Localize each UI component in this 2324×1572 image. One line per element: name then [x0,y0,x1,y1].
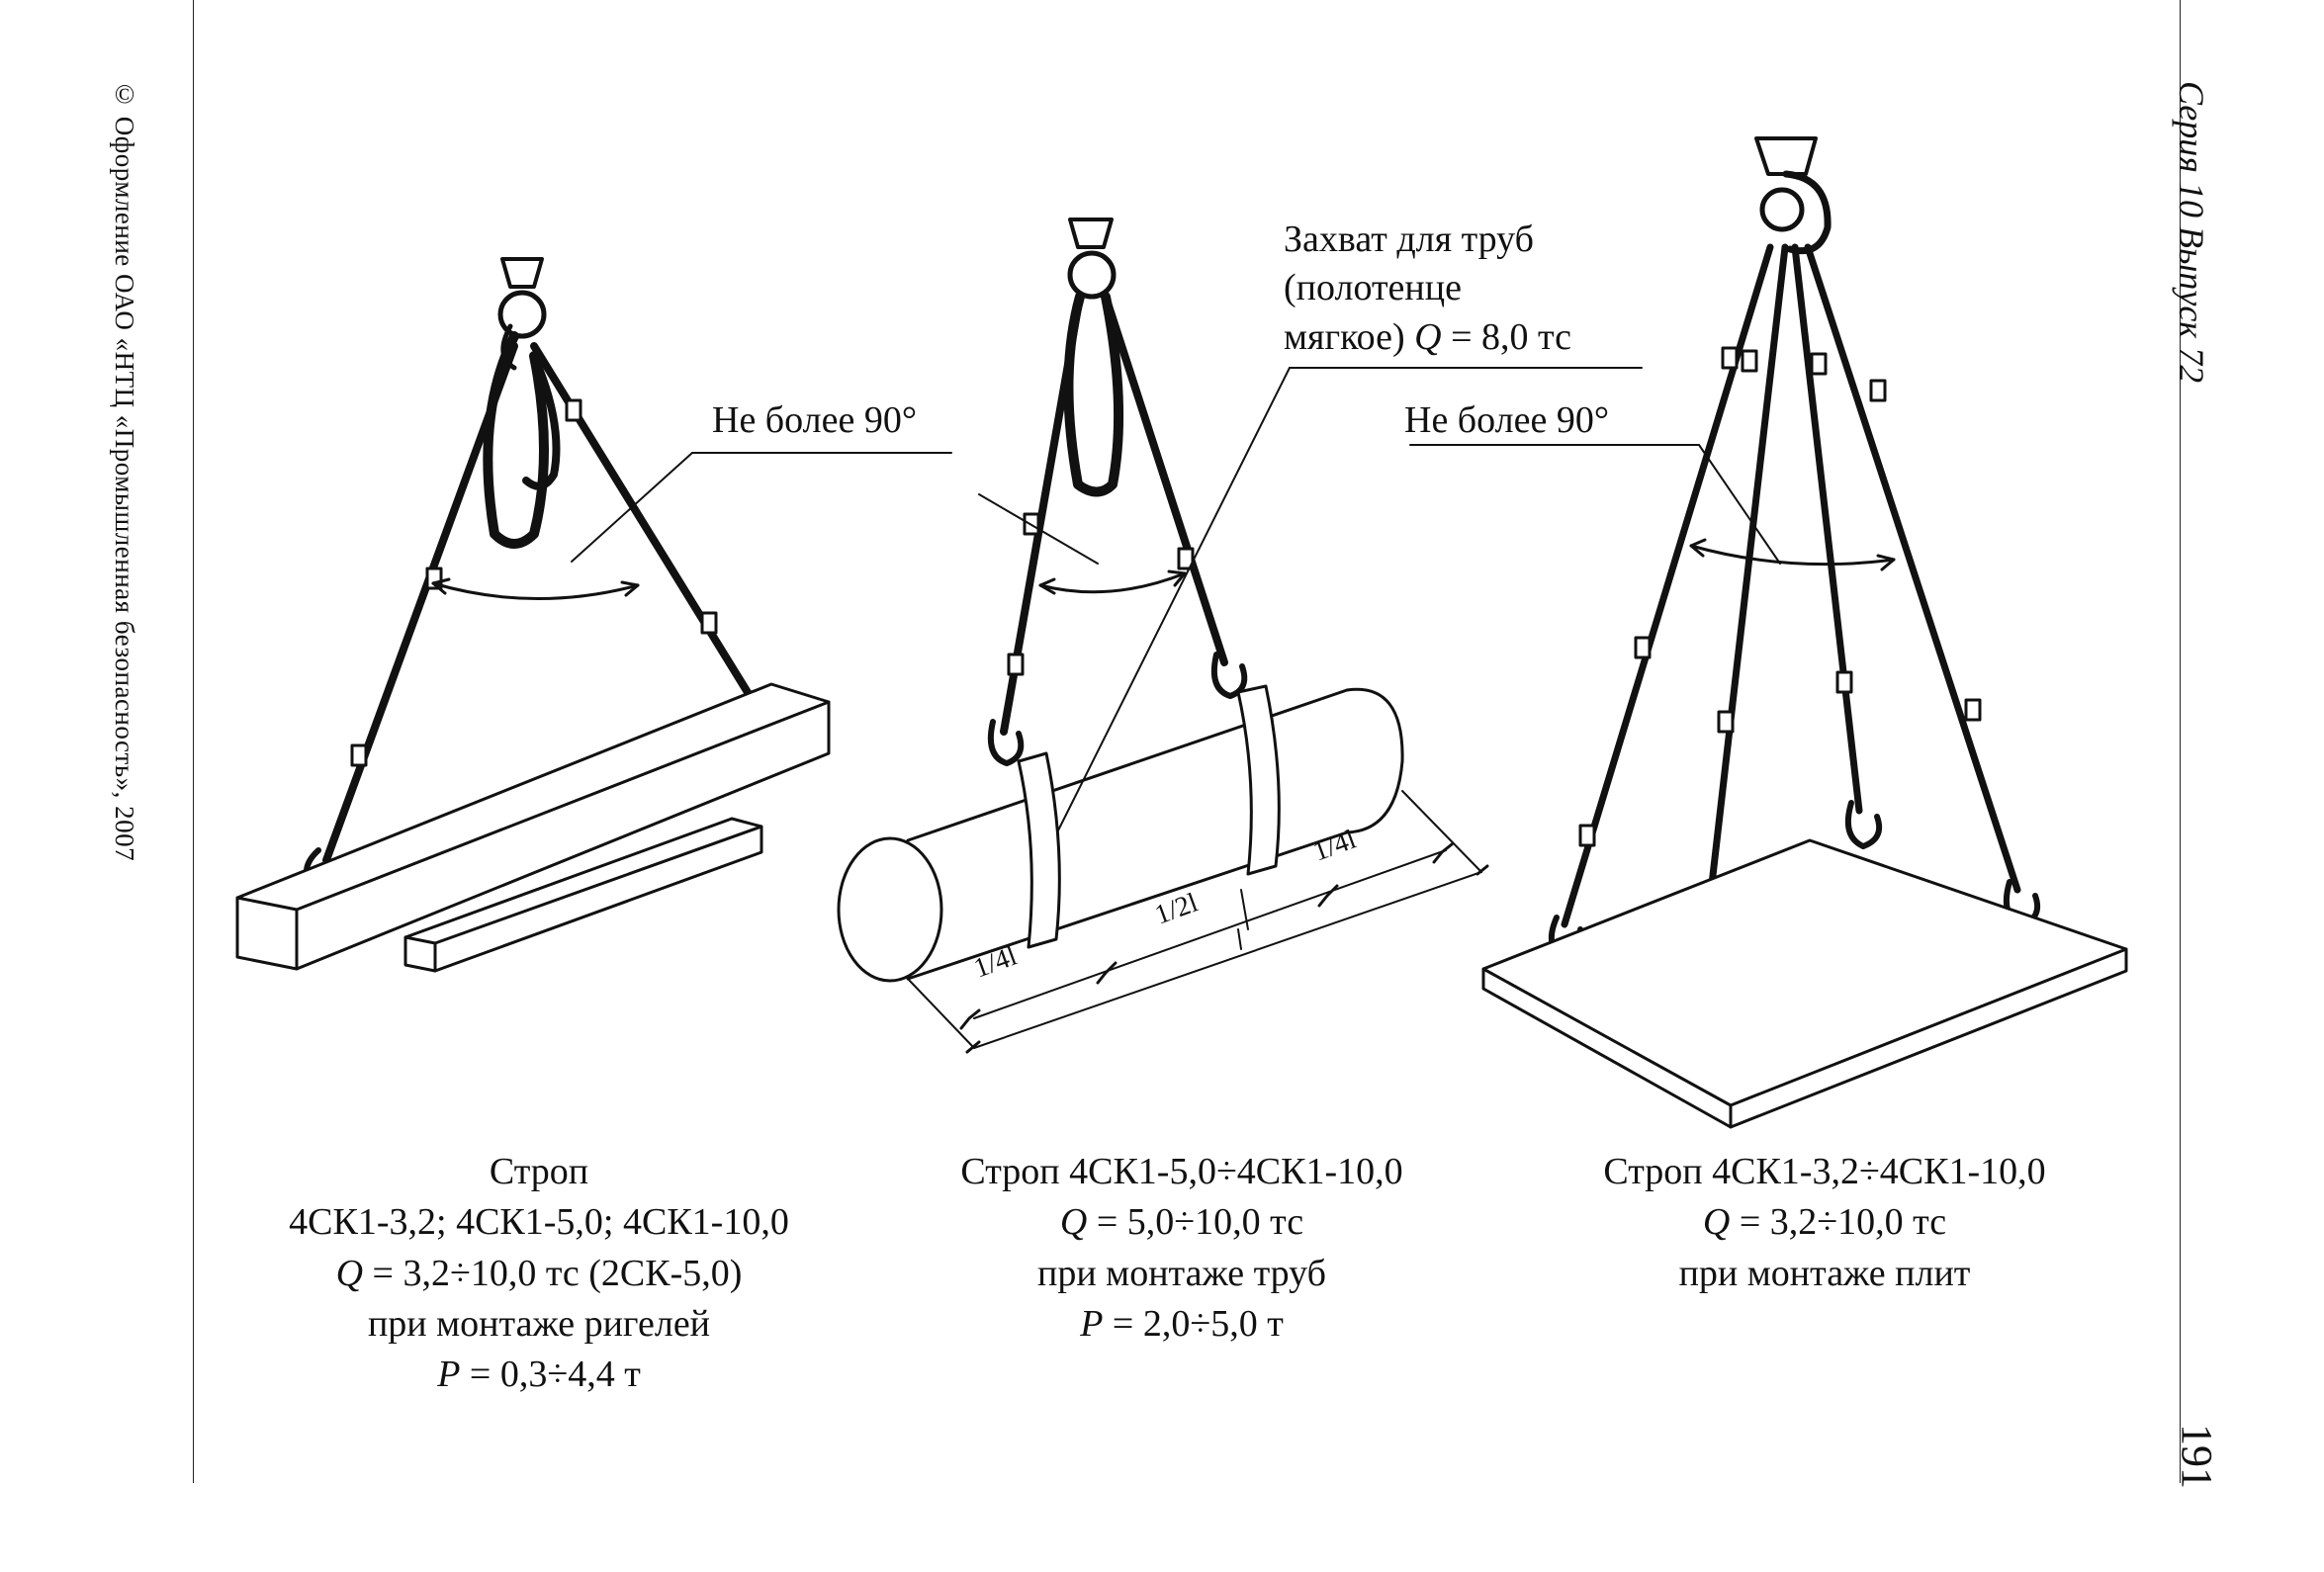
fig2-caption-line3: при монтаже труб [1036,1252,1326,1294]
page-number: 191 [2173,1424,2221,1489]
fig2-caption-line2: Q = 5,0÷10,0 тс [885,1197,1478,1248]
fig2-q: Q [1059,1201,1088,1244]
fig1-caption-line2: 4СК1-3,2; 4СК1-5,0; 4СК1-10,0 [289,1201,789,1244]
figure-2-pipe-sling [837,218,1643,1054]
fig1-p-value: = 0,3÷4,4 т [460,1354,641,1396]
fig1-caption-line3: Q = 3,2÷10,0 тс (2СК-5,0) [203,1249,875,1299]
fig1-caption-line4: при монтаже ригелей [367,1302,711,1345]
fig2-grip-label: Захват для труб (полотенце мягкое) Q = 8… [1284,216,1571,362]
fig1-q-value: = 3,2÷10,0 тс (2СК-5,0) [363,1252,743,1294]
fig1-caption-line5: P = 0,3÷4,4 т [203,1350,875,1400]
fig2-grip-line3-a: мягкое) [1284,315,1415,358]
fig1-angle-label: Не более 90° [712,399,918,441]
fig2-grip-line1: Захват для труб [1284,218,1535,260]
fig1-caption-line1: Строп [489,1151,589,1192]
fig3-caption-line2: Q = 3,2÷10,0 тс [1518,1197,2131,1248]
fig3-angle-label: Не более 90° [1404,399,1610,441]
fig1-caption: Строп 4СК1-3,2; 4СК1-5,0; 4СК1-10,0 Q = … [203,1147,875,1400]
fig2-grip-line2: (полотенце [1284,267,1462,309]
fig3-caption-line1: Строп 4СК1-3,2÷4СК1-10,0 [1603,1151,2046,1192]
copyright-note: © Оформление ОАО «НТЦ «Промышленная безо… [110,79,139,862]
fig3-q-value: = 3,2÷10,0 тс [1730,1201,1947,1244]
fig1-p: P [437,1354,461,1396]
fig2-caption-line1: Строп 4СК1-5,0÷4СК1-10,0 [960,1151,1403,1192]
fig1-q: Q [335,1252,364,1294]
series-header: Серия 10 Выпуск 72 [2172,81,2211,384]
fig2-q-value: = 5,0÷10,0 тс [1087,1201,1304,1244]
right-margin-rule [2180,0,2181,1483]
fig2-grip-line3: мягкое) Q = 8,0 тс [1284,313,1571,362]
fig3-caption: Строп 4СК1-3,2÷4СК1-10,0 Q = 3,2÷10,0 тс… [1518,1147,2131,1299]
fig3-caption-line3: при монтаже плит [1678,1252,1971,1294]
fig2-caption-line4: P = 2,0÷5,0 т [885,1299,1478,1350]
left-margin-rule [193,0,194,1483]
fig3-q: Q [1702,1201,1731,1244]
fig2-grip-value: = 8,0 тс [1441,315,1571,358]
figure-3-slab-sling [1409,136,2128,1129]
fig2-p: P [1080,1302,1104,1345]
figure-1-beam-sling [235,257,952,973]
fig2-caption: Строп 4СК1-5,0÷4СК1-10,0 Q = 5,0÷10,0 тс… [885,1147,1478,1350]
fig2-p-value: = 2,0÷5,0 т [1103,1302,1284,1345]
fig2-grip-q: Q [1414,315,1442,358]
